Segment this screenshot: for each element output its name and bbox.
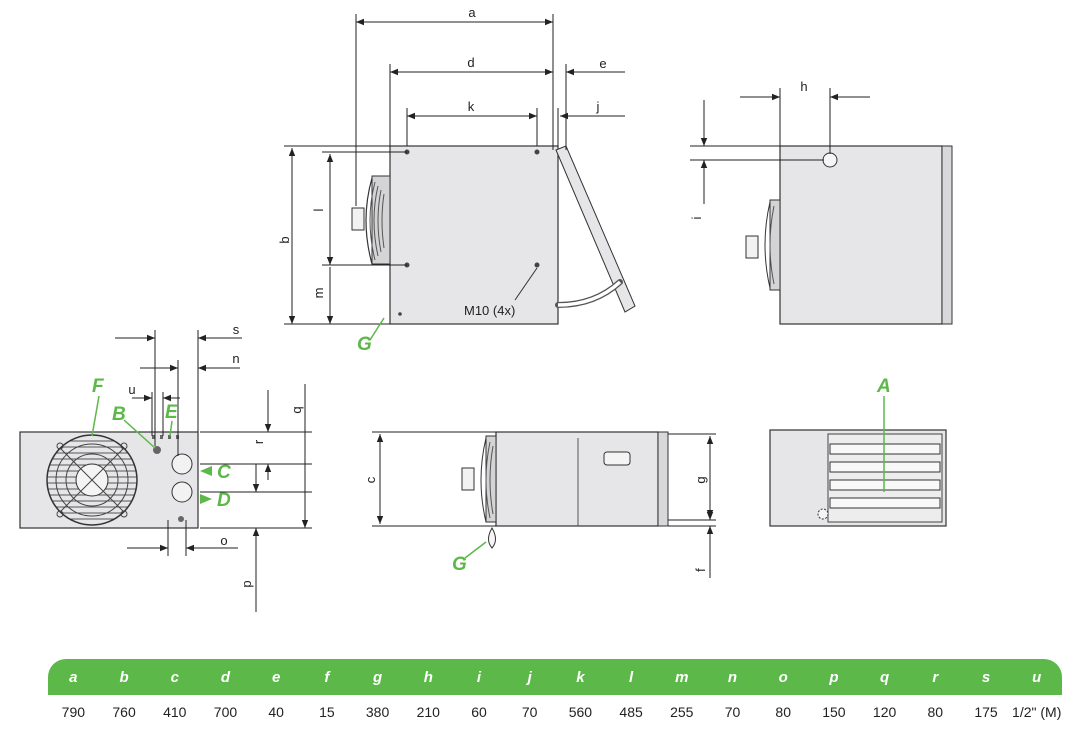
condensate-drop <box>488 527 496 549</box>
table-header-cell: g <box>372 668 383 686</box>
top-body <box>495 431 659 527</box>
table-header-cell: m <box>675 668 689 686</box>
table-value-cell: 760 <box>112 704 136 720</box>
handle-slot <box>603 451 631 466</box>
label-u: u <box>128 382 135 397</box>
table-value-cell: 80 <box>775 704 791 720</box>
unit-body-right <box>779 145 943 325</box>
table-header-cell: o <box>778 668 788 686</box>
table-value-cell: 255 <box>670 704 694 720</box>
table-header-cell: a <box>69 668 78 686</box>
dimensions-table: a b c d e f g h i j k l m n o p q r s u 790 760 410 700 40 15 380… <box>48 659 1062 729</box>
label-l: l <box>311 208 326 211</box>
table-header-cell: n <box>727 668 738 686</box>
table-value-cell: 410 <box>163 704 187 720</box>
table-value-cell: 150 <box>822 704 846 720</box>
gas-connection <box>822 152 838 168</box>
table-value-cell: 70 <box>521 704 538 720</box>
technical-drawing: a d e k j b l m M10 (4x) G h i <box>19 5 953 612</box>
table-value-cell: 380 <box>365 704 390 720</box>
table-header-cell: f <box>324 668 330 686</box>
arrow-D <box>200 494 212 504</box>
label-p: p <box>239 580 254 587</box>
label-B: B <box>112 404 126 425</box>
label-b: b <box>277 236 292 243</box>
label-E: E <box>165 402 179 423</box>
label-D: D <box>217 490 231 511</box>
label-j: j <box>596 99 600 114</box>
fan-housing <box>371 175 391 265</box>
pipe-D <box>171 481 193 503</box>
table-header-cell: b <box>119 668 129 686</box>
table-header-cell: h <box>423 668 433 686</box>
label-e: e <box>599 56 606 71</box>
table-header-cell: j <box>527 668 532 686</box>
arrow-C <box>200 466 212 476</box>
label-g: g <box>693 476 708 483</box>
table-header-cell: s <box>981 668 991 686</box>
mount-points <box>398 149 540 316</box>
table-value-cell: 700 <box>213 704 238 720</box>
table-header-cell: r <box>932 668 939 686</box>
pipe-C <box>171 453 193 475</box>
table-value-cell: 60 <box>471 704 487 720</box>
side-view-main: a d e k j b l m M10 (4x) G <box>277 5 636 355</box>
table-header-cell: c <box>170 668 179 686</box>
label-r: r <box>251 439 266 444</box>
back-view: s n u o q r p F B E C D <box>19 322 312 612</box>
table-header-cell: u <box>1032 668 1042 686</box>
table-value-cell: 175 <box>974 704 998 720</box>
label-a: a <box>468 5 476 20</box>
label-c: c <box>363 476 378 483</box>
table-value-cell: 1/2" (M) <box>1012 704 1062 720</box>
label-C: C <box>217 462 231 483</box>
table-value-cell: 40 <box>268 704 284 720</box>
label-A: A <box>876 376 891 397</box>
label-i: i <box>689 216 704 219</box>
label-q: q <box>289 406 304 413</box>
table-header-cell: p <box>829 668 839 686</box>
table-value-cell: 80 <box>927 704 944 720</box>
label-d: d <box>467 55 474 70</box>
label-f: f <box>693 568 708 572</box>
table-header-cell: i <box>476 668 482 686</box>
mount-note: M10 (4x) <box>464 303 515 318</box>
label-h: h <box>800 79 807 94</box>
label-s: s <box>233 322 240 337</box>
burner-sight <box>817 508 829 520</box>
top-view: c g f G <box>363 431 716 578</box>
table-header-cell: q <box>880 668 890 686</box>
table-header-cell: d <box>220 668 231 686</box>
label-o: o <box>220 533 227 548</box>
louvres <box>829 443 941 509</box>
label-F: F <box>92 376 105 397</box>
table-header-cell: e <box>271 668 281 686</box>
table-value-cell: 790 <box>61 704 86 720</box>
motor <box>351 207 365 231</box>
table-header-cell: k <box>576 668 585 686</box>
label-k: k <box>468 99 475 114</box>
fan-guard <box>365 177 385 265</box>
label-n: n <box>232 351 239 366</box>
table-value-cell: 485 <box>619 704 643 720</box>
table-header-cell: l <box>629 668 634 686</box>
dimensions-values: 790 760 410 700 40 15 380 210 60 70 560 485 255 70 80 1… <box>48 695 1062 729</box>
label-G-bottom: G <box>452 554 467 575</box>
table-value-cell: 120 <box>872 704 897 720</box>
table-value-cell: 560 <box>568 704 593 720</box>
table-value-cell: 210 <box>416 704 440 720</box>
front-view: A <box>769 376 947 527</box>
label-m: m <box>311 288 326 299</box>
bracket <box>555 145 636 313</box>
unit-body <box>389 145 559 325</box>
table-value-cell: 70 <box>724 704 741 720</box>
side-view-right: h i <box>689 79 953 325</box>
label-G-top: G <box>357 334 372 355</box>
table-value-cell: 15 <box>319 704 335 720</box>
